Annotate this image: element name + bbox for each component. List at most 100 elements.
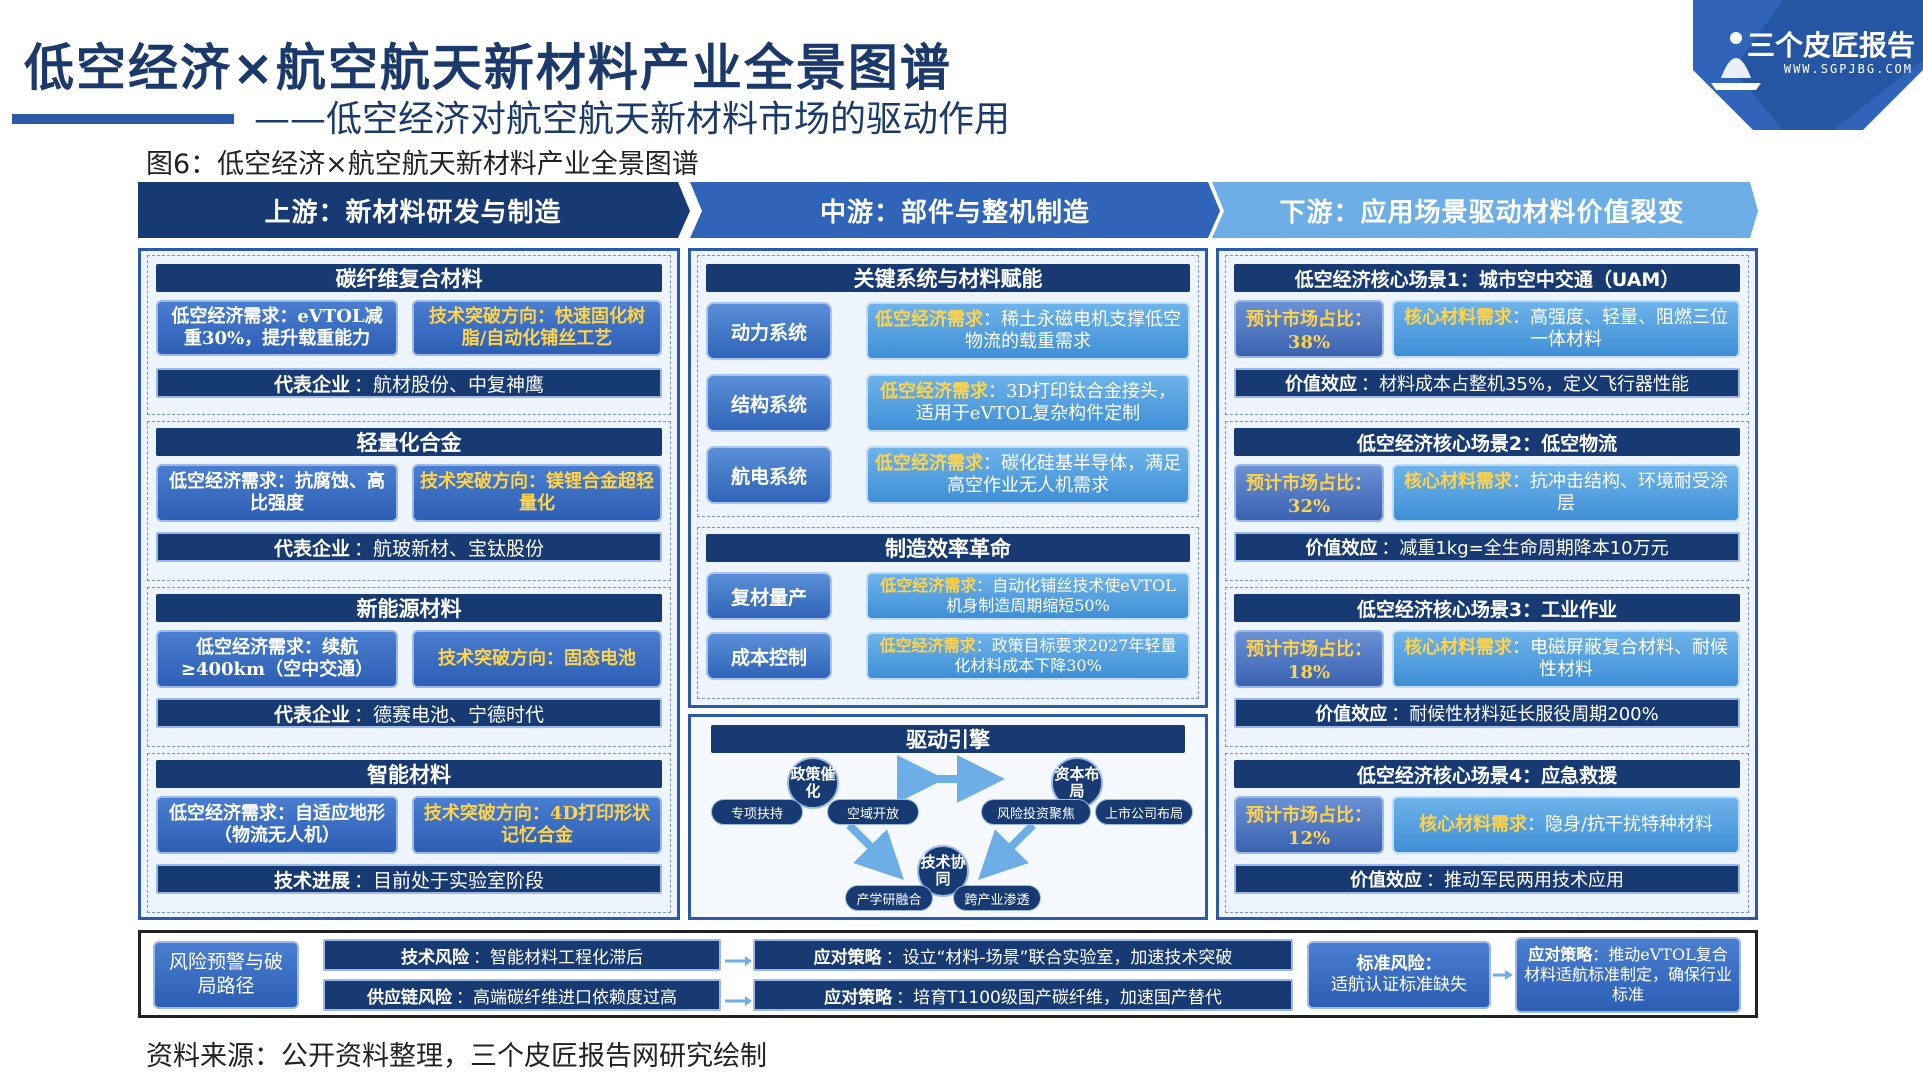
response-row-2: 应对策略：培育T1100级国产碳纤维，加速国产替代 <box>753 979 1293 1011</box>
value-label: 价值效应 <box>1305 538 1378 559</box>
material-label: 核心材料需求 <box>1404 306 1512 328</box>
response-text: ：培育T1100级国产碳纤维，加速国产替代 <box>896 987 1222 1008</box>
tech-pill: 产学研融合 <box>845 885 933 911</box>
stage-arrows <box>138 182 1758 238</box>
need-box: 低空经济需求：自适应地形（物流无人机） <box>156 796 398 854</box>
std-response-box: 应对策略：推动eVTOL复合材料适航标准制定，确保行业标准 <box>1515 937 1741 1013</box>
scene-2: 低空经济核心场景2：低空物流 预计市场占比：32% 核心材料需求：抗冲击结构、环… <box>1225 421 1749 581</box>
need-text: ：政策目标要求2027年轻量化材料成本下降30% <box>954 636 1177 675</box>
material-label: 核心材料需求 <box>1404 470 1512 492</box>
risk-arrows <box>725 956 752 1006</box>
scene-1: 低空经济核心场景1：城市空中交通（UAM） 预计市场占比：38% 核心材料需求：… <box>1225 255 1749 415</box>
share-label: 预计市场占比： <box>1246 473 1372 494</box>
tech-box: 技术突破方向：快速固化树脂/自动化铺丝工艺 <box>412 300 662 356</box>
need-label: 低空经济需求 <box>880 576 977 595</box>
need-text: ：自动化铺丝技术使eVTOL机身制造周期缩短50% <box>946 576 1176 615</box>
source-note: 资料来源：公开资料整理，三个皮匠报告网研究绘制 <box>146 1041 767 1072</box>
policy-pill: 空域开放 <box>827 799 919 825</box>
downstream-panel: 低空经济核心场景1：城市空中交通（UAM） 预计市场占比：38% 核心材料需求：… <box>1216 248 1758 920</box>
system-power: 动力系统 <box>706 302 832 360</box>
value-text: ：材料成本占整机35%，定义飞行器性能 <box>1360 374 1689 395</box>
need-text: ：3D打印钛合金接头，适用于eVTOL复杂构件定制 <box>915 380 1176 425</box>
scene-title: 低空经济核心场景3：工业作业 <box>1234 594 1740 622</box>
tech-box: 技术突破方向：4D打印形状记忆合金 <box>412 796 662 854</box>
policy-pill: 专项扶持 <box>711 799 803 825</box>
mfg-composite: 复材量产 <box>706 572 832 620</box>
risk-label: 供应链风险 <box>367 987 452 1008</box>
system-power-desc: 低空经济需求：稀土永磁电机支撑低空物流的载重需求 <box>866 302 1190 360</box>
share-box: 预计市场占比：38% <box>1234 300 1384 358</box>
risk-text: ：智能材料工程化滞后 <box>473 947 643 968</box>
material-label: 核心材料需求 <box>1418 813 1527 835</box>
value-bar: 价值效应：推动军民两用技术应用 <box>1234 864 1740 894</box>
system-structure-desc: 低空经济需求：3D打印钛合金接头，适用于eVTOL复杂构件定制 <box>866 374 1190 432</box>
need-label: 低空经济需求 <box>875 308 983 330</box>
group-title: 碳纤维复合材料 <box>156 264 662 292</box>
group-new-energy: 新能源材料 低空经济需求：续航≥400km（空中交通） 技术突破方向：固态电池 … <box>147 587 671 747</box>
midstream-panel: 关键系统与材料赋能 动力系统 低空经济需求：稀土永磁电机支撑低空物流的载重需求 … <box>688 248 1208 708</box>
need-text: ：碳化硅基半导体，满足高空作业无人机需求 <box>947 452 1181 497</box>
value-text: ：推动军民两用技术应用 <box>1426 870 1624 891</box>
need-label: 低空经济需求 <box>879 636 976 655</box>
title-underline <box>12 114 234 124</box>
scene-3: 低空经济核心场景3：工业作业 预计市场占比：18% 核心材料需求：电磁屏蔽复合材… <box>1225 587 1749 747</box>
share-box: 预计市场占比：32% <box>1234 464 1384 522</box>
response-row-1: 应对策略：设立“材料-场景”联合实验室，加速技术突破 <box>753 939 1293 971</box>
system-avionics: 航电系统 <box>706 446 832 504</box>
share-value: 32% <box>1287 496 1331 518</box>
material-box: 核心材料需求：隐身/抗干扰特种材料 <box>1392 796 1740 854</box>
engine-panel: 驱动引擎 政策催化 专项扶持 空域开放 资本布局 风险投资聚焦 上市公司布局 技… <box>688 714 1208 920</box>
group-light-alloy: 轻量化合金 低空经济需求：抗腐蚀、高比强度 技术突破方向：镁锂合金超轻量化 代表… <box>147 421 671 581</box>
capital-pill: 风险投资聚焦 <box>981 799 1091 825</box>
risk-row-2: 供应链风险：高端碳纤维进口依赖度过高 <box>323 979 721 1011</box>
footer-label: 代表企业 <box>273 537 350 560</box>
scene-4: 低空经济核心场景4：应急救援 预计市场占比：12% 核心材料需求：隐身/抗干扰特… <box>1225 753 1749 913</box>
std-risk-text: 适航认证标准缺失 <box>1331 975 1467 995</box>
page-title: 低空经济×航空航天新材料产业全景图谱 <box>24 39 952 97</box>
std-risk-box: 标准风险：适航认证标准缺失 <box>1307 941 1491 1009</box>
value-bar: 价值效应：耐候性材料延长服役周期200% <box>1234 698 1740 728</box>
stage-downstream: 下游：应用场景驱动材料价值裂变 <box>1279 197 1685 228</box>
value-text: ：耐候性材料延长服役周期200% <box>1391 704 1659 725</box>
manufacturing-title: 制造效率革命 <box>706 534 1190 562</box>
scene-title: 低空经济核心场景4：应急救援 <box>1234 760 1740 788</box>
material-text: ：高强度、轻量、阻燃三位一体材料 <box>1512 306 1728 351</box>
footer-bar: 技术进展：目前处于实验室阶段 <box>156 864 662 894</box>
risk-section: 风险预警与破局路径 技术风险：智能材料工程化滞后 应对策略：设立“材料-场景”联… <box>138 930 1758 1018</box>
scene-title: 低空经济核心场景1：城市空中交通（UAM） <box>1234 264 1740 292</box>
share-value: 12% <box>1287 828 1331 850</box>
material-text: ：电磁屏蔽复合材料、耐候性材料 <box>1512 636 1728 681</box>
material-box: 核心材料需求：高强度、轻量、阻燃三位一体材料 <box>1392 300 1740 358</box>
std-risk-label: 标准风险： <box>1356 953 1442 974</box>
group-title: 轻量化合金 <box>156 428 662 456</box>
share-label: 预计市场占比： <box>1246 805 1372 826</box>
material-label: 核心材料需求 <box>1404 636 1512 658</box>
risk-label: 技术风险 <box>401 947 469 968</box>
value-bar: 价值效应：减重1kg=全生命周期降本10万元 <box>1234 532 1740 562</box>
material-text: ：隐身/抗干扰特种材料 <box>1526 813 1714 835</box>
value-label: 价值效应 <box>1350 870 1422 891</box>
value-label: 价值效应 <box>1315 704 1388 725</box>
footer-text: ：航玻新材、宝钛股份 <box>354 537 545 560</box>
need-label: 低空经济需求 <box>875 452 983 474</box>
std-response-text: ：推动eVTOL复合材料适航标准制定，确保行业标准 <box>1523 945 1732 1004</box>
share-value: 38% <box>1287 332 1331 354</box>
footer-bar: 代表企业：德赛电池、宁德时代 <box>156 698 662 728</box>
response-label: 应对策略 <box>813 947 882 968</box>
value-text: ：减重1kg=全生命周期降本10万元 <box>1381 538 1669 559</box>
brand-logo <box>1693 0 1923 130</box>
need-box: 低空经济需求：续航≥400km（空中交通） <box>156 630 398 688</box>
need-box: 低空经济需求：eVTOL减重30%，提升载重能力 <box>156 300 398 356</box>
systems-title: 关键系统与材料赋能 <box>706 264 1190 292</box>
risk-title: 风险预警与破局路径 <box>153 941 299 1009</box>
policy-node: 政策催化 <box>787 757 839 809</box>
share-value: 18% <box>1287 662 1331 684</box>
share-box: 预计市场占比：12% <box>1234 796 1384 854</box>
systems-group: 关键系统与材料赋能 动力系统 低空经济需求：稀土永磁电机支撑低空物流的载重需求 … <box>697 255 1199 517</box>
share-label: 预计市场占比： <box>1246 309 1372 330</box>
risk-row-1: 技术风险：智能材料工程化滞后 <box>323 939 721 971</box>
group-title: 智能材料 <box>156 760 662 788</box>
footer-label: 代表企业 <box>273 373 350 396</box>
footer-label: 技术进展 <box>273 869 350 892</box>
mfg-composite-desc: 低空经济需求：自动化铺丝技术使eVTOL机身制造周期缩短50% <box>866 572 1190 620</box>
